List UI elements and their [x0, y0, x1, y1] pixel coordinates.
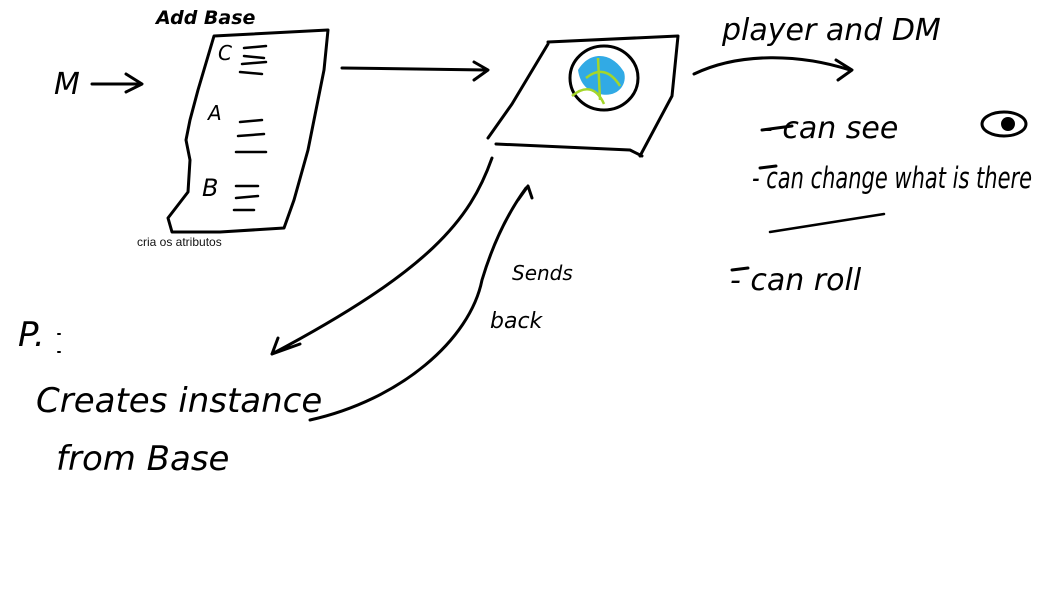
audience-label: player and DM — [721, 13, 941, 48]
player-label: P. — [18, 315, 45, 355]
base-sheet — [166, 28, 330, 234]
board-to-player-arrow — [270, 156, 494, 356]
player-action-line-2: from Base — [56, 439, 229, 479]
sheet-attribute-a: A — [206, 101, 222, 125]
sheet-lines — [232, 44, 268, 212]
board-to-audience-arrow — [692, 56, 854, 82]
sheet-attribute-b: B — [202, 174, 218, 202]
capability-dashes — [730, 124, 794, 272]
eye-icon — [980, 110, 1028, 138]
return-label-line-1: Sends — [512, 261, 573, 285]
capability-change: - can change what is there — [752, 161, 1032, 195]
capability-see: - can see — [762, 111, 898, 146]
player-action-line-1: Creates instance — [36, 381, 322, 421]
sheet-attribute-c: C — [218, 41, 232, 65]
strike-mark — [768, 212, 886, 234]
sheet-caption: cria os atributos — [137, 235, 222, 249]
capability-roll: - can roll — [730, 263, 862, 298]
globe-icon — [568, 44, 640, 112]
send-back-arrow — [308, 184, 534, 422]
p-dots — [57, 333, 61, 353]
return-label-line-2: back — [490, 309, 544, 334]
sheet-to-board-arrow — [340, 60, 490, 82]
source-label: M — [54, 67, 80, 102]
source-arrow — [90, 72, 144, 94]
sheet-header: Add Base — [154, 7, 256, 29]
game-board — [486, 34, 680, 158]
